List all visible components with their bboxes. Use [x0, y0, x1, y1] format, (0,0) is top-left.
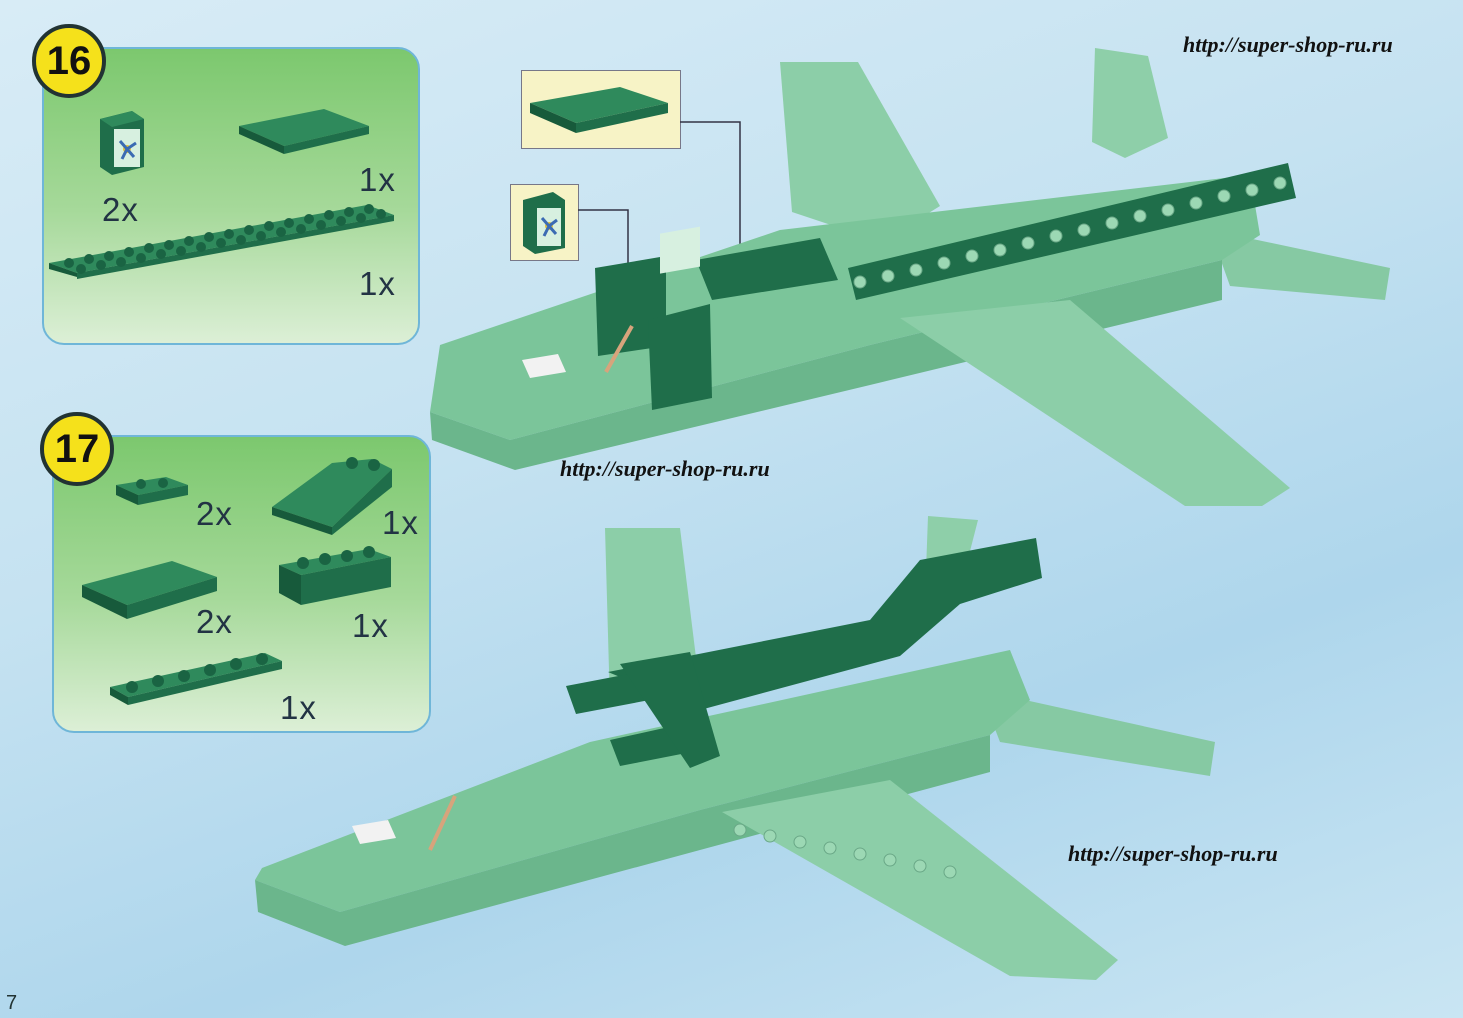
step-17-part-2-qty: 1x	[382, 504, 419, 541]
step-17-part-3-qty: 2x	[196, 603, 233, 640]
step-17-number: 17	[40, 412, 114, 486]
brick-1x4-icon	[279, 546, 391, 605]
page-number: 7	[6, 992, 18, 1014]
step-17-part-4-qty: 1x	[352, 607, 389, 644]
slope-tile-icon	[82, 561, 217, 619]
step-16-panel: 2x 1x 1x	[42, 47, 420, 345]
slope-brick-icon	[272, 457, 392, 535]
step-16-part-2-qty: 1x	[359, 161, 396, 198]
plate-1x2-icon	[116, 477, 188, 505]
callout-panel-brick	[510, 184, 579, 261]
watermark-url-bottom: http://super-shop-ru.ru	[1068, 841, 1278, 866]
callout-tile	[521, 70, 681, 149]
watermark-url-middle: http://super-shop-ru.ru	[560, 456, 770, 481]
tile-2x4-icon	[239, 109, 369, 154]
step-16-part-1-qty: 2x	[102, 191, 139, 228]
step-17-part-5-qty: 1x	[280, 689, 317, 726]
step-17-part-1-qty: 2x	[196, 495, 233, 532]
plate-2x16-icon	[49, 204, 394, 279]
step-16-number: 16	[32, 24, 106, 98]
step-16-part-3-qty: 1x	[359, 265, 396, 302]
plate-1x6-icon	[110, 653, 282, 705]
panel-brick-with-propeller-icon	[100, 111, 144, 175]
watermark-url-top: http://super-shop-ru.ru	[1183, 32, 1393, 57]
step-17-panel: 2x 1x 2x 1x 1x	[52, 435, 431, 733]
